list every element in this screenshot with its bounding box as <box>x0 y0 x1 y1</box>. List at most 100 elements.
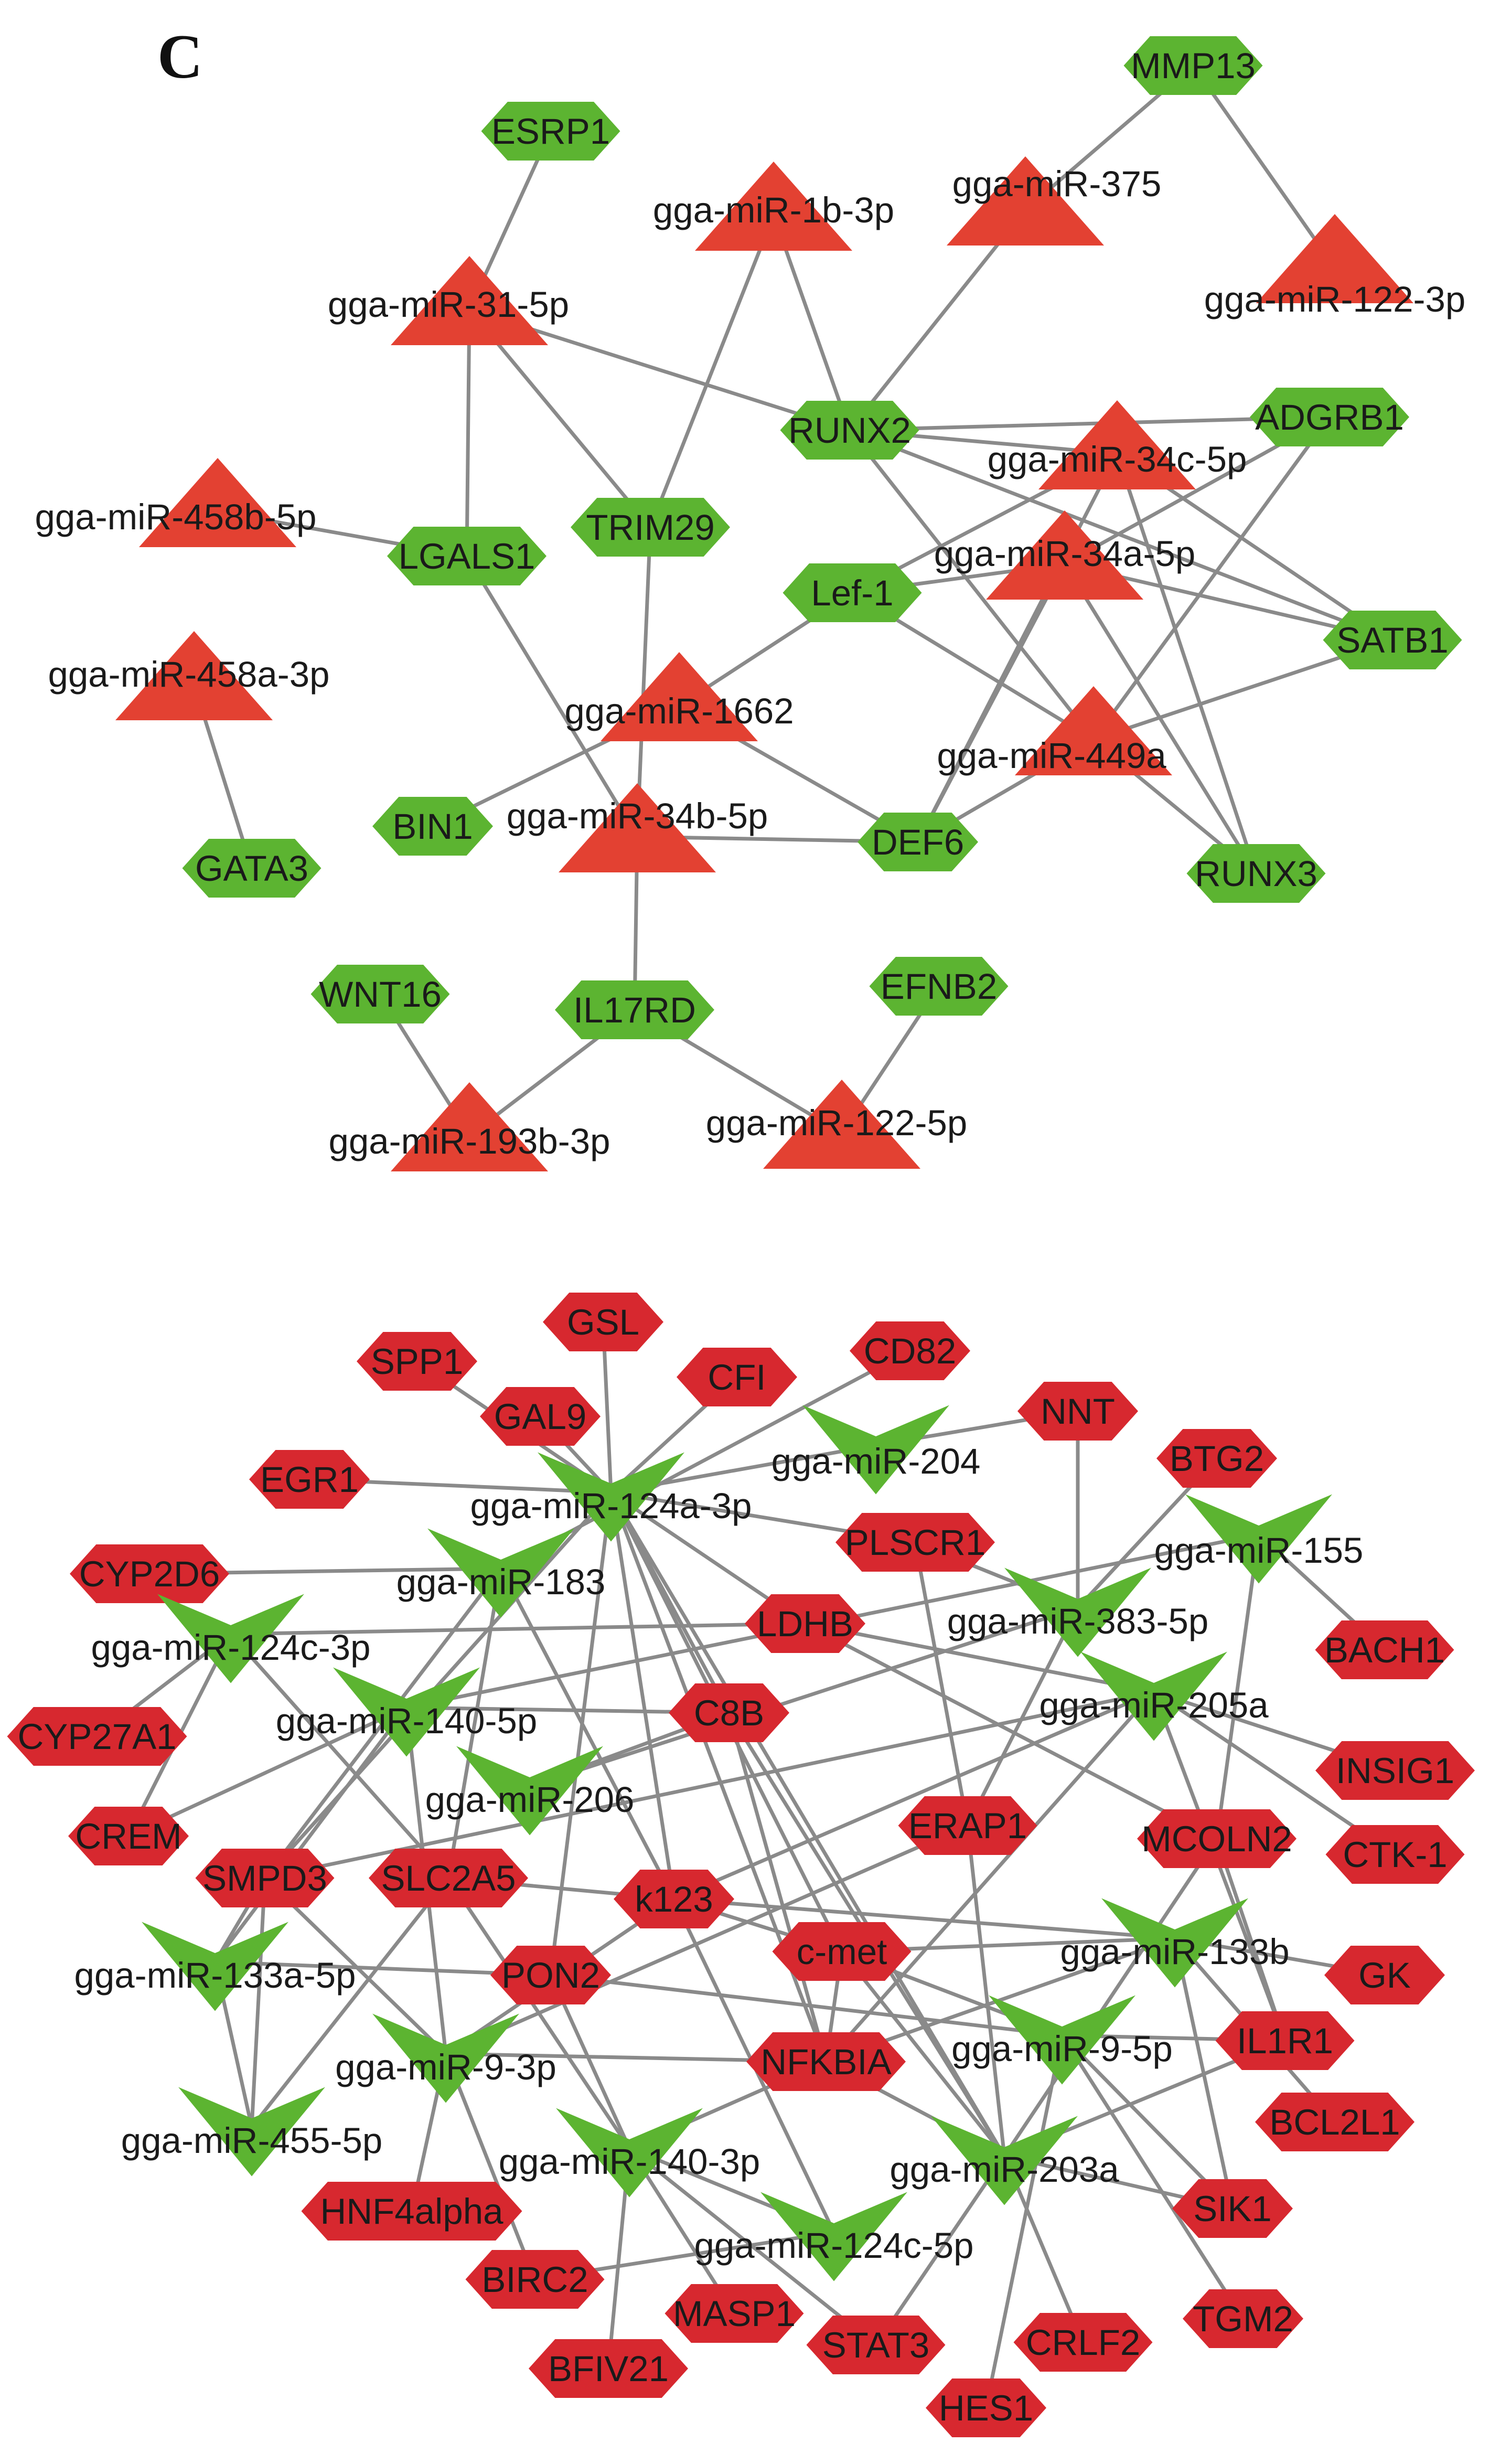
node-mir34c5p[interactable] <box>1038 400 1196 489</box>
hexagon-shape <box>780 401 919 460</box>
node-esrp1[interactable] <box>481 102 620 161</box>
node-mir458b5p[interactable] <box>139 458 296 547</box>
node-label-nfkbia: NFKBIA <box>760 2042 891 2082</box>
node-nfkbia[interactable] <box>746 2032 906 2091</box>
node-mir193b3p[interactable] <box>391 1082 548 1171</box>
node-crlf2[interactable] <box>1013 2313 1153 2372</box>
node-mir1b3p[interactable] <box>695 162 852 251</box>
node-label-mcoln2: MCOLN2 <box>1141 1819 1292 1859</box>
hexagon-shape <box>249 1450 370 1509</box>
node-bach1[interactable] <box>1315 1620 1454 1679</box>
node-label-runx3: RUNX3 <box>1195 854 1317 894</box>
node-mir1662[interactable] <box>601 652 758 741</box>
node-def6[interactable] <box>858 813 978 871</box>
node-birc2[interactable] <box>465 2250 605 2309</box>
node-mir124c3p[interactable] <box>157 1594 304 1683</box>
node-label-runx2: RUNX2 <box>788 410 911 451</box>
node-mir3835p[interactable] <box>1004 1567 1151 1657</box>
node-tgm2[interactable] <box>1183 2289 1303 2348</box>
node-mir203a[interactable] <box>931 2116 1078 2205</box>
node-gata3[interactable] <box>182 839 322 898</box>
node-mir124a3p[interactable] <box>538 1452 684 1542</box>
node-label-mir34a5p: gga-miR-34a-5p <box>934 534 1196 574</box>
hexagon-shape <box>898 1796 1037 1855</box>
node-mir34b5p[interactable] <box>559 783 716 872</box>
node-gsl[interactable] <box>543 1293 663 1351</box>
node-efnb2[interactable] <box>869 957 1009 1016</box>
node-runx2[interactable] <box>780 401 919 460</box>
node-mir449a[interactable] <box>1015 686 1172 775</box>
node-k123[interactable] <box>614 1870 734 1928</box>
edge-runx2-satb1 <box>849 428 1394 642</box>
node-label-mir3835p: gga-miR-383-5p <box>947 1601 1209 1641</box>
node-cyp27a1[interactable] <box>7 1707 187 1766</box>
node-mir1223p[interactable] <box>1256 214 1413 303</box>
node-mir95p[interactable] <box>989 1995 1135 2085</box>
node-mir124c5p[interactable] <box>760 2192 907 2281</box>
node-insig1[interactable] <box>1315 1741 1475 1800</box>
node-lef1[interactable] <box>783 563 922 622</box>
node-cfi[interactable] <box>677 1348 797 1406</box>
node-mir315p[interactable] <box>391 256 548 345</box>
node-bfiv21[interactable] <box>529 2339 688 2398</box>
node-c8b[interactable] <box>669 1683 789 1742</box>
node-wnt16[interactable] <box>310 965 450 1023</box>
node-il17rd[interactable] <box>555 980 714 1039</box>
node-mir458a3p[interactable] <box>115 631 273 720</box>
node-mir133a5p[interactable] <box>142 1922 288 2011</box>
hexagon-shape <box>387 527 546 585</box>
node-mir1403p[interactable] <box>556 2108 703 2198</box>
node-mir1405p[interactable] <box>333 1667 480 1757</box>
node-mir155[interactable] <box>1185 1494 1332 1584</box>
node-mir4555p[interactable] <box>178 2087 325 2177</box>
node-spp1[interactable] <box>357 1332 477 1391</box>
node-mir205a[interactable] <box>1080 1651 1227 1741</box>
node-runx3[interactable] <box>1186 844 1326 903</box>
node-mir1225p[interactable] <box>763 1080 920 1169</box>
node-mir375[interactable] <box>947 156 1104 246</box>
node-mir93p[interactable] <box>372 2013 519 2103</box>
edge-adgrb1-mir449a <box>1092 415 1331 741</box>
edge-erap1-mir93p <box>445 1823 969 2056</box>
edge-mir95p-hes1 <box>984 2035 1064 2408</box>
node-mcoln2[interactable] <box>1137 1809 1296 1868</box>
node-satb1[interactable] <box>1323 611 1462 669</box>
node-plscr1[interactable] <box>835 1513 995 1572</box>
node-cd82[interactable] <box>850 1321 970 1380</box>
node-mir133b[interactable] <box>1101 1898 1248 1988</box>
node-mir34a5p[interactable] <box>986 510 1143 600</box>
node-mir206[interactable] <box>456 1746 603 1836</box>
node-masp1[interactable] <box>665 2284 804 2343</box>
node-trim29[interactable] <box>571 498 730 557</box>
node-cmet[interactable] <box>772 1922 912 1981</box>
node-ldhb[interactable] <box>745 1594 865 1653</box>
node-gk[interactable] <box>1324 1946 1445 2004</box>
node-egr1[interactable] <box>249 1450 370 1509</box>
node-nnt[interactable] <box>1017 1382 1138 1441</box>
node-bcl2l1[interactable] <box>1255 2093 1414 2151</box>
node-mir183[interactable] <box>427 1528 574 1618</box>
node-slc2a5[interactable] <box>369 1849 528 1907</box>
node-adgrb1[interactable] <box>1250 388 1409 446</box>
hexagon-shape <box>869 957 1009 1016</box>
triangle-up-shape <box>115 631 273 720</box>
edge-mir34a5p-def6 <box>916 563 1067 843</box>
node-lgals1[interactable] <box>387 527 546 585</box>
node-ctk1[interactable] <box>1325 1825 1465 1884</box>
node-hes1[interactable] <box>926 2378 1046 2437</box>
node-mmp13[interactable] <box>1123 36 1263 95</box>
node-stat3[interactable] <box>806 2316 946 2374</box>
node-crem[interactable] <box>68 1807 189 1865</box>
node-gal9[interactable] <box>480 1387 601 1446</box>
node-smpd3[interactable] <box>195 1849 335 1907</box>
node-bin1[interactable] <box>372 797 493 856</box>
node-erap1[interactable] <box>898 1796 1037 1855</box>
node-hnf4alpha[interactable] <box>301 2182 522 2241</box>
node-cyp2d6[interactable] <box>70 1544 229 1603</box>
node-btg2[interactable] <box>1156 1429 1277 1488</box>
node-pon2[interactable] <box>490 1946 611 2004</box>
node-sik1[interactable] <box>1172 2179 1293 2238</box>
node-il1r1[interactable] <box>1215 2011 1355 2070</box>
edge-mir124a3p-k123 <box>609 1492 676 1900</box>
node-mir204[interactable] <box>802 1405 949 1495</box>
